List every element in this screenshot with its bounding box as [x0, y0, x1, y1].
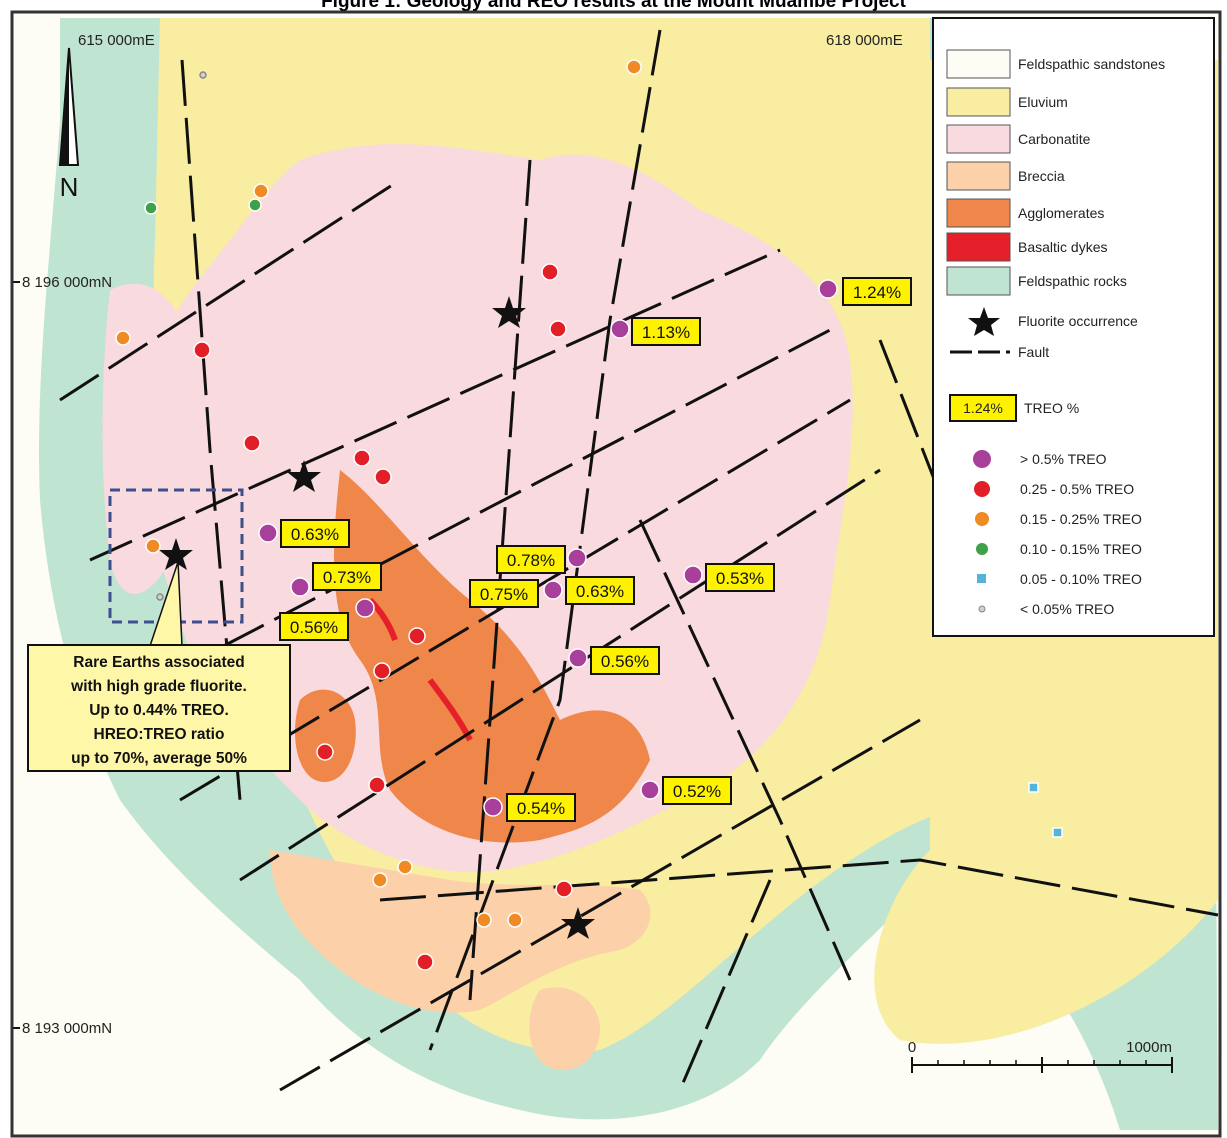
fluorite-callout: Rare Earths associated with high grade f… [27, 561, 291, 772]
scale-start: 0 [908, 1039, 916, 1056]
legend-grade-label: 0.25 - 0.5% TREO [1020, 481, 1134, 497]
callout-line-1: Rare Earths associated [73, 654, 244, 671]
grade-dot-icon [973, 450, 991, 468]
easting-label-left: 615 000mE [78, 32, 155, 49]
scale-bar: 0 1000m [908, 1039, 1173, 1073]
breccia-area-south [529, 987, 600, 1071]
carbonatite-area-west [102, 283, 194, 594]
treo-label: 0.73% [323, 568, 371, 587]
legend-grade-label: 0.10 - 0.15% TREO [1020, 541, 1142, 557]
north-label: N [60, 172, 79, 202]
northing-label-bottom: 8 193 000mN [22, 1020, 112, 1037]
legend-treo-sample: 1.24% [963, 400, 1003, 416]
legend-treo-label: TREO % [1024, 400, 1079, 416]
legend-unit-label: Breccia [1018, 168, 1065, 184]
callout-line-5: up to 70%, average 50% [71, 750, 247, 767]
legend-grade-label: < 0.05% TREO [1020, 601, 1114, 617]
legend-unit-label: Feldspathic rocks [1018, 273, 1127, 289]
treo-label: 0.78% [507, 551, 555, 570]
legend-unit-label: Basaltic dykes [1018, 239, 1107, 255]
agglomerates-area-2 [295, 689, 356, 782]
map-frame [10, 10, 1222, 1138]
treo-label: 1.13% [642, 323, 690, 342]
grade-dot-icon [974, 481, 990, 497]
grade-dot-icon [978, 605, 986, 613]
treo-label: 0.75% [480, 585, 528, 604]
treo-label: 0.54% [517, 799, 565, 818]
legend-grade-label: 0.15 - 0.25% TREO [1020, 511, 1142, 527]
legend-unit-label: Eluvium [1018, 94, 1068, 110]
carbonatite-area-north [559, 229, 751, 465]
treo-label: 0.53% [716, 569, 764, 588]
treo-label: 0.56% [601, 652, 649, 671]
treo-label: 0.56% [290, 618, 338, 637]
treo-labels: 1.24% 1.13% 0.63% 0.73% 0.56% 0.78% 0.75… [279, 277, 912, 822]
legend-unit-label: Feldspathic sandstones [1018, 56, 1165, 72]
callout-line-2: with high grade fluorite. [70, 678, 247, 695]
legend-grade-label: > 0.5% TREO [1020, 451, 1107, 467]
legend: Feldspathic sandstones Eluvium Carbonati… [932, 17, 1215, 637]
breccia-area [270, 850, 651, 1013]
sample-points [115, 59, 1063, 971]
star-icon [968, 307, 1000, 336]
legend-unit-label: Agglomerates [1018, 205, 1104, 221]
callout-line-3: Up to 0.44% TREO. [89, 702, 229, 719]
page-title: Figure 1: Geology and REO results at the… [321, 0, 906, 12]
callout-line-4: HREO:TREO ratio [94, 726, 225, 743]
legend-grade-label: 0.05 - 0.10% TREO [1020, 571, 1142, 587]
treo-label: 0.52% [673, 782, 721, 801]
scale-end: 1000m [1126, 1039, 1172, 1056]
agglomerates-area [334, 470, 650, 843]
legend-fluorite-label: Fluorite occurrence [1018, 313, 1138, 329]
easting-label-right: 618 000mE [826, 32, 903, 49]
treo-label: 1.24% [853, 283, 901, 302]
legend-fault-label: Fault [1018, 344, 1049, 360]
grade-dot-icon [976, 543, 988, 555]
grade-square-icon [977, 574, 986, 583]
treo-label: 0.63% [576, 582, 624, 601]
northing-label-top: 8 196 000mN [22, 274, 112, 291]
legend-unit-label: Carbonatite [1018, 131, 1091, 147]
north-arrow-icon: N [58, 47, 80, 202]
grade-dot-icon [975, 512, 989, 526]
fluorite-stars [159, 296, 595, 939]
treo-label: 0.63% [291, 525, 339, 544]
